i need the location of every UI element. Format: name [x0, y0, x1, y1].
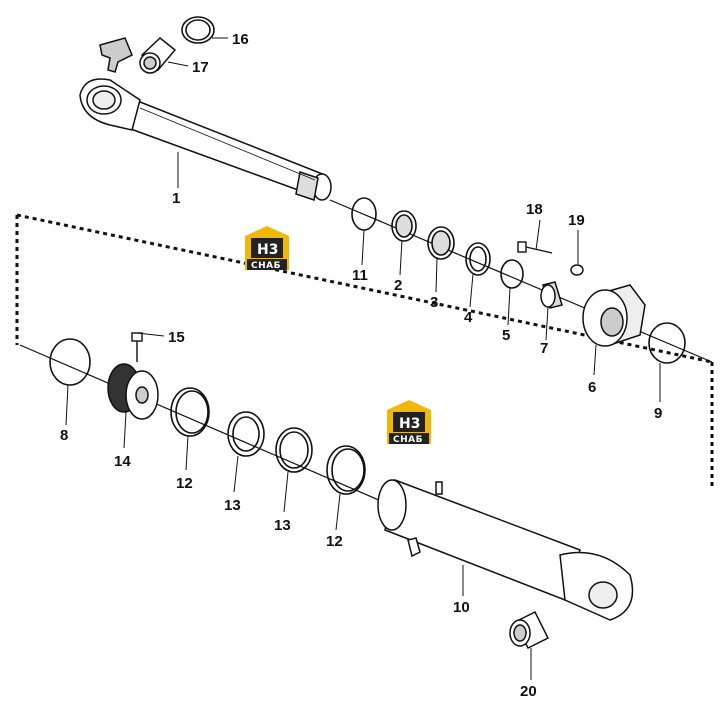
logo-top-text: H3 — [257, 242, 278, 258]
seal-2 — [391, 210, 417, 242]
bushing-17 — [139, 37, 177, 74]
washer-19 — [570, 264, 584, 276]
bushing-7 — [540, 281, 563, 309]
part-number-12a: 12 — [176, 475, 193, 492]
part-number-14: 14 — [114, 453, 131, 470]
ring-8 — [49, 338, 91, 386]
seal-4 — [465, 242, 491, 276]
part-number-5: 5 — [502, 327, 510, 344]
part-numbers: 1 2 3 4 5 6 7 8 9 10 11 12 12 13 13 14 1… — [60, 31, 662, 700]
cylinder-rod-drawing — [79, 37, 332, 201]
ring-5 — [500, 259, 524, 289]
part-number-11: 11 — [352, 267, 368, 284]
brand-logo-top: H3 CHAБ — [245, 226, 289, 271]
wear-ring-12a — [170, 387, 210, 437]
piston-14 — [107, 363, 159, 420]
part-number-17: 17 — [192, 59, 209, 76]
part-number-13b: 13 — [274, 517, 291, 534]
bushing-20 — [509, 610, 550, 650]
cylinder-head-6 — [582, 284, 646, 347]
seal-3 — [427, 226, 455, 260]
brand-logo-middle: H3 CHAБ — [387, 400, 431, 445]
dashed-assembly-frame — [15, 213, 714, 490]
wear-ring-12b — [326, 445, 366, 495]
logo-bottom-text: CHAБ — [393, 435, 423, 445]
part-number-7: 7 — [540, 340, 548, 357]
seal-ring-16 — [181, 16, 215, 44]
part-number-10: 10 — [453, 599, 470, 616]
leader-lines — [65, 152, 661, 680]
logo-top-text: H3 — [399, 416, 420, 432]
part-number-16: 16 — [232, 31, 249, 48]
piston-seal-13b — [275, 427, 313, 473]
part-number-18: 18 — [526, 201, 543, 218]
part-number-8: 8 — [60, 427, 68, 444]
logo-bottom-text: CHAБ — [251, 261, 281, 271]
part-number-15: 15 — [168, 329, 185, 346]
part-number-1: 1 — [172, 190, 180, 207]
o-ring-9 — [648, 322, 686, 364]
set-screw-15 — [131, 332, 143, 362]
part-number-20: 20 — [520, 683, 537, 700]
part-number-9: 9 — [654, 405, 662, 422]
cylinder-tube-drawing — [377, 478, 634, 621]
bolt-18 — [517, 241, 553, 254]
part-number-3: 3 — [430, 294, 438, 311]
piston-seal-13a — [227, 411, 265, 457]
part-number-4: 4 — [464, 309, 473, 326]
part-number-12b: 12 — [326, 533, 343, 550]
part-number-13a: 13 — [224, 497, 241, 514]
part-number-6: 6 — [588, 379, 596, 396]
part-number-19: 19 — [568, 212, 585, 229]
part-number-2: 2 — [394, 277, 402, 294]
